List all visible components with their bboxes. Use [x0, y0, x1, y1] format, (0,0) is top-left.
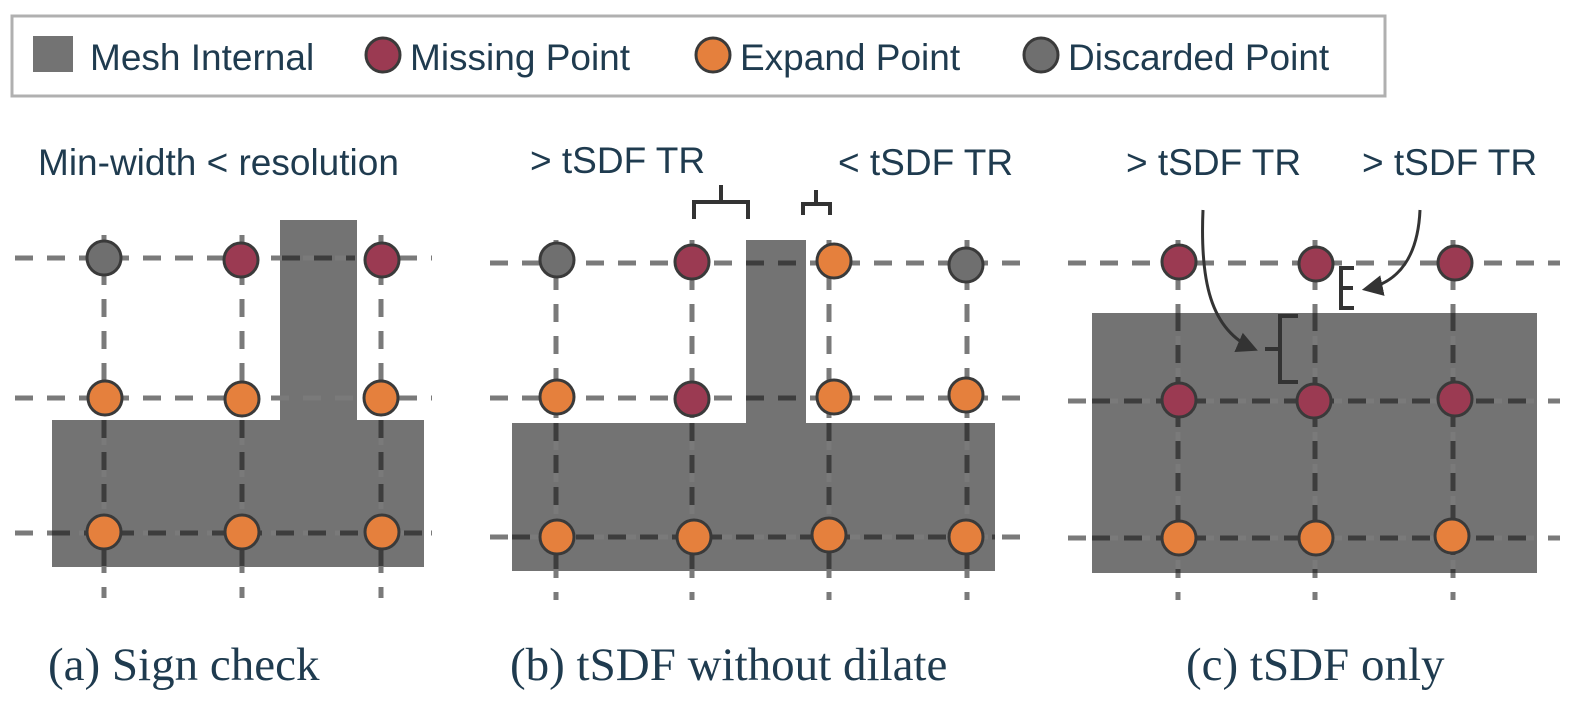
mesh-internal-swatch	[33, 36, 73, 72]
expand-point	[223, 380, 261, 418]
discarded-point-swatch	[1022, 36, 1060, 74]
missing-point	[673, 243, 711, 281]
panel-c-arrow-left	[1201, 209, 1258, 352]
panel-c-arrow-right	[1361, 209, 1422, 296]
expand-point	[1433, 517, 1471, 555]
expand-point	[538, 378, 576, 416]
panel-c-bracket-mid	[1265, 314, 1298, 384]
panel-b-mesh-pillar	[746, 240, 806, 426]
expand-point	[85, 513, 123, 551]
missing-point	[1160, 381, 1198, 419]
legend-discarded-point-label: Discarded Point	[1068, 37, 1330, 78]
legend-expand-point-label: Expand Point	[740, 37, 961, 78]
expand-point	[815, 242, 853, 280]
panel-b-points	[538, 241, 985, 556]
expand-point	[363, 513, 401, 551]
legend-mesh-internal-label: Mesh Internal	[90, 37, 314, 78]
panel-c: > tSDF TR > tSDF TR	[1068, 142, 1560, 691]
legend: Mesh Internal Missing Point Expand Point…	[10, 14, 1387, 98]
panel-b-annotation-left: > tSDF TR	[530, 140, 705, 181]
expand-point	[675, 518, 713, 556]
panel-a-caption: (a) Sign check	[48, 639, 320, 691]
missing-point	[1436, 380, 1474, 418]
expand-point	[810, 516, 848, 554]
expand-point	[86, 379, 124, 417]
panel-a-annotation: Min-width < resolution	[38, 142, 399, 183]
expand-point	[815, 378, 853, 416]
expand-point-swatch	[694, 36, 732, 74]
panel-a: Min-width < resolution	[15, 142, 432, 691]
expand-point	[538, 518, 576, 556]
panel-a-mesh-pillar	[280, 220, 357, 425]
missing-point	[1297, 245, 1335, 283]
panel-a-points	[85, 239, 401, 551]
missing-point	[363, 241, 401, 279]
expand-point	[947, 518, 985, 556]
panel-b: > tSDF TR < tSDF TR	[490, 140, 1022, 691]
missing-point	[1295, 382, 1333, 420]
expand-point	[362, 379, 400, 417]
panel-b-bracket-right	[801, 190, 832, 215]
discarded-point	[85, 239, 123, 277]
panel-b-annotation-right: < tSDF TR	[838, 142, 1013, 183]
missing-point	[222, 241, 260, 279]
expand-point	[1160, 519, 1198, 557]
discarded-point	[947, 246, 985, 284]
expand-point	[1297, 519, 1335, 557]
missing-point-swatch	[364, 36, 402, 74]
panel-b-bracket-left	[692, 185, 750, 219]
panel-c-annotation-left: > tSDF TR	[1126, 142, 1301, 183]
missing-point	[1160, 243, 1198, 281]
panel-b-mesh-base	[512, 423, 995, 571]
missing-point	[673, 380, 711, 418]
panel-c-points	[1160, 243, 1474, 557]
discarded-point	[538, 241, 576, 279]
panel-c-caption: (c) tSDF only	[1186, 639, 1445, 691]
missing-point	[1436, 244, 1474, 282]
expand-point	[223, 513, 261, 551]
panel-c-bracket-top	[1339, 266, 1354, 310]
panel-b-caption: (b) tSDF without dilate	[510, 639, 947, 691]
panel-c-annotation-right: > tSDF TR	[1362, 142, 1537, 183]
legend-missing-point-label: Missing Point	[410, 37, 631, 78]
expand-point	[947, 376, 985, 414]
